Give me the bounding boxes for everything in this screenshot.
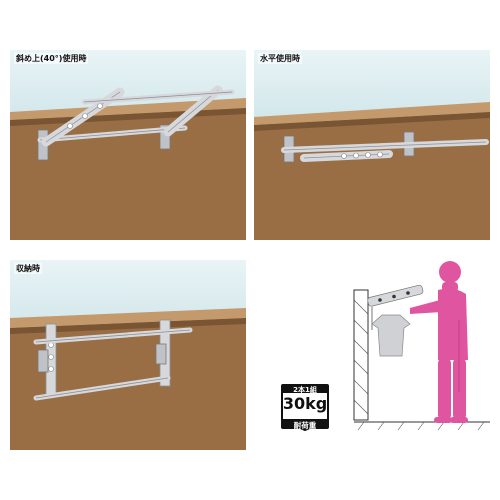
tilted-usage-panel: 斜め上(40°)使用時 (10, 50, 246, 240)
badge-pair-text: 2本1組 (293, 386, 317, 394)
badge-weight-text: 30kg (282, 394, 328, 413)
badge-frame (281, 384, 329, 432)
balcony-wall (10, 108, 246, 240)
load-capacity-panel: 2本1組 30kg 耐荷重 (254, 260, 490, 450)
horizontal-usage-label: 水平使用時 (258, 53, 302, 64)
balcony-wall (254, 112, 490, 240)
tilted-usage-label: 斜め上(40°)使用時 (14, 53, 89, 64)
storage-label: 収納時 (14, 263, 42, 274)
badge-load-text: 耐荷重 (293, 421, 317, 430)
horizontal-usage-panel: 水平使用時 (254, 50, 490, 240)
load-capacity-badge: 2本1組 30kg 耐荷重 (278, 384, 332, 434)
storage-panel: 収納時 (10, 260, 246, 450)
storage-illustration (10, 260, 246, 450)
horizontal-usage-illustration (254, 50, 490, 240)
tilted-usage-illustration (10, 50, 246, 240)
